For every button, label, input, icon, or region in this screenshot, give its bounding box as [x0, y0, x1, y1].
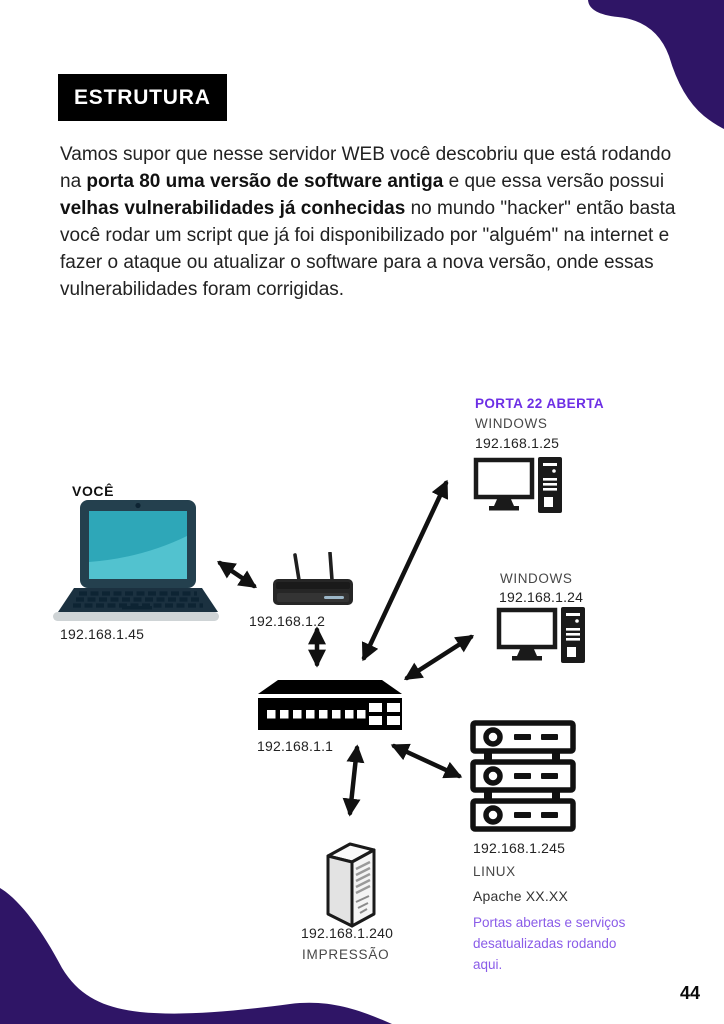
node-server-note: Portas abertas e serviços desatualizadas… [473, 915, 626, 972]
tower-case-icon [326, 842, 376, 928]
corner-blob-top-right [588, 0, 724, 129]
node-printer-ip: 192.168.1.240 [301, 925, 394, 941]
arrow-switch-pc1 [361, 479, 449, 662]
paragraph-text: e que essa versão possui [443, 171, 665, 192]
arrow-switch-server [390, 743, 463, 779]
node-server-service: Apache XX.XX [473, 888, 569, 904]
node-pc2-ip: 192.168.1.24 [499, 589, 584, 605]
node-pc2-os: WINDOWS [500, 571, 573, 586]
node-pc1-alert: PORTA 22 ABERTA [475, 396, 605, 411]
node-server-ip: 192.168.1.245 [473, 840, 566, 856]
corner-blob-bottom-left [0, 888, 392, 1024]
node-server-os: LINUX [473, 864, 516, 879]
node-printer-role: IMPRESSÃO [302, 947, 390, 962]
paragraph-text: Vamos supor que nesse servidor WEB você … [60, 144, 672, 192]
arrow-laptop-router [217, 560, 257, 589]
server-rack-icon [470, 720, 576, 832]
node-switch-ip: 192.168.1.1 [257, 738, 334, 754]
arrow-switch-printer [342, 744, 365, 817]
laptop-icon [53, 500, 219, 621]
desktop-computer-icon [473, 457, 562, 513]
node-you-ip: 192.168.1.45 [60, 626, 145, 642]
node-pc1-os: WINDOWS [475, 416, 548, 431]
router-icon [273, 552, 353, 605]
paragraph-bold-porta-80: porta 80 uma versão de software antiga [86, 171, 444, 192]
node-router-ip: 192.168.1.2 [249, 613, 326, 629]
paragraph-bold-vulnerabilidades: velhas vulnerabilidades já conhecidas [60, 198, 406, 219]
page-title: ESTRUTURA [58, 74, 227, 121]
arrow-switch-pc2 [403, 634, 475, 681]
page-number: 44 [680, 983, 701, 1003]
intro-paragraph: Vamos supor que nesse servidor WEB você … [60, 141, 676, 303]
node-pc1-ip: 192.168.1.25 [475, 435, 560, 451]
node-you-label: VOCÊ [72, 483, 115, 499]
switch-icon [258, 680, 402, 730]
paragraph-text: no mundo "hacker" então basta você rodar… [60, 198, 676, 300]
desktop-computer-icon [496, 607, 585, 663]
